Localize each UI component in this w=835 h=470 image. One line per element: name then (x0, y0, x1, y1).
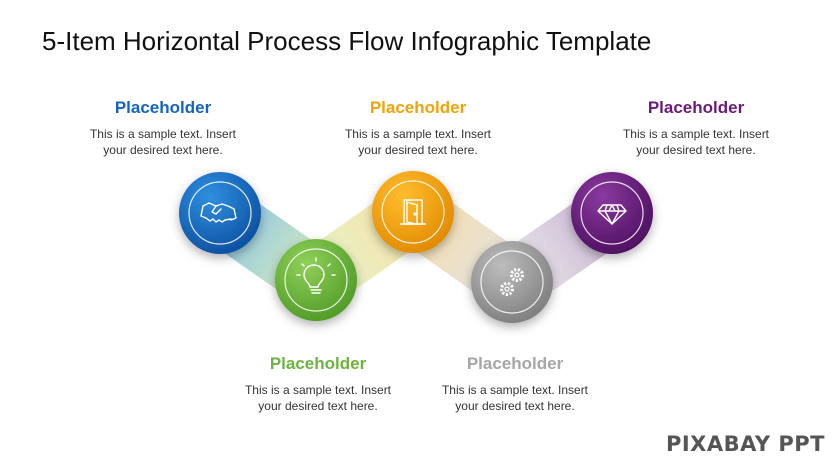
page-title: 5-Item Horizontal Process Flow Infograph… (42, 26, 652, 56)
lightbulb-icon (296, 257, 336, 294)
watermark-logo: PIXABAY PPT (665, 432, 825, 456)
handshake-icon (200, 202, 237, 223)
diamond-icon (597, 204, 627, 225)
step-4-circle (471, 241, 553, 323)
step-2-text: This is a sample text. Insert your desir… (244, 383, 392, 413)
step-1-text: This is a sample text. Insert your desir… (89, 127, 237, 157)
door-icon (400, 199, 426, 225)
step-4-title: Placeholder (466, 354, 564, 373)
step-3-label: Placeholder This is a sample text. Inser… (328, 98, 508, 158)
step-2-label: Placeholder This is a sample text. Inser… (228, 354, 408, 414)
step-5-text: This is a sample text. Insert your desir… (622, 127, 770, 157)
step-2-circle (275, 239, 357, 321)
step-3-text: This is a sample text. Insert your desir… (344, 127, 492, 157)
step-5-circle (571, 172, 653, 254)
step-4-label: Placeholder This is a sample text. Inser… (425, 354, 605, 414)
step-1-title: Placeholder (114, 98, 212, 117)
step-3-circle (372, 171, 454, 253)
step-5-label: Placeholder This is a sample text. Inser… (606, 98, 786, 158)
step-3-title: Placeholder (369, 98, 467, 117)
step-5-title: Placeholder (647, 98, 745, 117)
step-4-text: This is a sample text. Insert your desir… (441, 383, 589, 413)
gears-icon (500, 268, 524, 296)
step-1-circle (179, 172, 261, 254)
step-1-label: Placeholder This is a sample text. Inser… (73, 98, 253, 158)
step-2-title: Placeholder (269, 354, 367, 373)
